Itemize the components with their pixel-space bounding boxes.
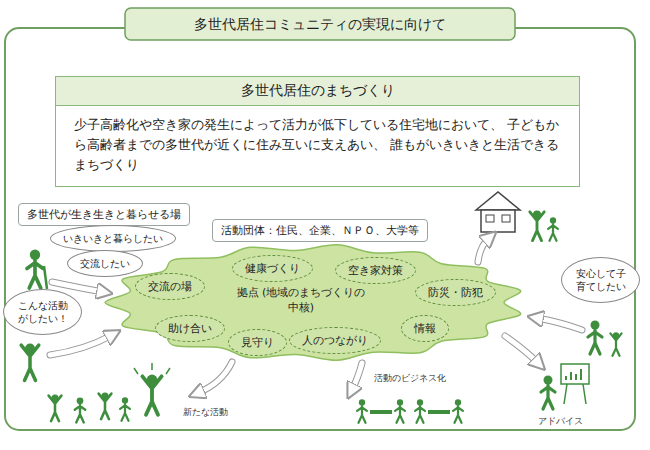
- person-icon: [610, 332, 621, 355]
- ellipse-text: 健康づくり: [245, 261, 300, 276]
- arrow-outline: [352, 363, 362, 390]
- table: [428, 410, 450, 414]
- ellipse-text: 助け合い: [168, 321, 212, 336]
- activity-ellipse: 空き家対策: [335, 257, 416, 284]
- person-icon: [548, 217, 558, 240]
- arrow: [50, 335, 112, 355]
- kids-figures: [49, 392, 130, 422]
- easel-board: [561, 364, 589, 384]
- activity-caption: 新たな活動: [183, 406, 228, 419]
- concept-panel: 多世代居住のまちづくり少子高齢化や空き家の発生によって活力が低下している住宅地に…: [55, 76, 580, 187]
- house-body: [481, 210, 515, 232]
- speech-bubble: こんな活動 がしたい！: [3, 289, 82, 335]
- cloud-outline: [105, 245, 521, 360]
- hub-text: 拠点 (地域のまちづくりの中核): [233, 286, 369, 316]
- elderly-figure: [27, 250, 47, 289]
- group-box: 活動団体：住民、企業、ＮＰＯ、大学等: [212, 219, 428, 242]
- ellipse-text: 見守り: [241, 335, 274, 350]
- hub-cloud: 拠点 (地域のまちづくりの中核) 交流の場 健康づくり 空き家対策防災・防犯助け合い見…: [95, 240, 535, 365]
- flow-arrows: [50, 238, 582, 393]
- box-text: 活動団体：住民、企業、ＮＰＯ、大学等: [221, 223, 419, 238]
- house-roof: [476, 192, 520, 210]
- arrow: [505, 336, 538, 363]
- person-icon: [120, 397, 130, 420]
- person-icon: [27, 250, 43, 289]
- house-window: [502, 215, 510, 222]
- bubble-text: こんな活動 がしたい！: [16, 299, 69, 325]
- person-icon: [49, 394, 62, 421]
- bar-chart: [566, 369, 581, 380]
- parent-child-figure: [588, 321, 622, 356]
- person-icon: [453, 399, 463, 422]
- arrow-outline: [198, 362, 232, 393]
- title-text: 多世代居住コミュニティの実現に向けて: [125, 8, 515, 40]
- motion-marks: [134, 363, 170, 374]
- person-icon: [530, 210, 544, 240]
- arrow-outline: [505, 336, 538, 363]
- activity-ellipse: 助け合い: [155, 315, 225, 342]
- person-icon: [142, 375, 161, 415]
- house-figure: [476, 192, 558, 241]
- house-window: [486, 215, 494, 222]
- ellipse-text: 空き家対策: [348, 263, 403, 278]
- activity-ellipse: 健康づくり: [232, 255, 313, 282]
- ellipse-text: 人のつながり: [302, 333, 368, 348]
- arrow-outline: [537, 318, 582, 330]
- ellipse-text: 情報: [414, 321, 436, 336]
- activity-ellipse: 見守り: [228, 329, 287, 356]
- advisor-figure: [541, 364, 589, 409]
- business-figures: [357, 399, 463, 422]
- place-label-box: 多世代が生き生きと暮らせる場: [18, 203, 190, 226]
- activity-caption: 活動のビジネス化: [374, 372, 446, 385]
- bubble-text: 安心して子 育てしたい: [574, 267, 627, 293]
- arrow: [352, 363, 362, 390]
- panel-heading: 多世代居住のまちづくり: [56, 77, 579, 106]
- arrow: [198, 362, 232, 393]
- ellipse-text: 防災・防犯: [428, 285, 483, 300]
- bubble-text: いきいきと暮らしたい: [63, 232, 163, 245]
- person-icon: [541, 376, 555, 410]
- activity-caption: アドバイス: [538, 415, 583, 428]
- ellipse-text: 交流の場: [148, 279, 192, 294]
- bubble-text: 交流したい: [80, 257, 130, 270]
- person-icon: [415, 399, 425, 422]
- arrow: [478, 238, 489, 262]
- new-activity-figure: [134, 363, 170, 415]
- cane: [44, 266, 47, 289]
- person-icon: [99, 392, 112, 419]
- activity-ellipse: 交流の場: [135, 273, 205, 300]
- person-icon: [395, 399, 405, 422]
- activity-ellipse: 人のつながり: [289, 327, 381, 354]
- arrow: [537, 318, 582, 330]
- easel-legs: [564, 384, 586, 404]
- table: [370, 410, 392, 414]
- person-icon: [357, 399, 367, 422]
- speech-bubble: 交流したい: [67, 250, 143, 277]
- arrow-outline: [478, 238, 489, 262]
- box-text: 多世代が生き生きと暮らせる場: [27, 207, 181, 222]
- outer-frame: [5, 28, 635, 430]
- person-icon: [588, 321, 602, 355]
- title-tab: [125, 8, 515, 40]
- arrow-outline: [50, 335, 112, 355]
- person-icon: [75, 397, 86, 422]
- activity-ellipse: 防災・防犯: [415, 279, 496, 306]
- person-icon: [21, 344, 39, 381]
- panel-body: 少子高齢化や空き家の発生によって活力が低下している住宅地において、 子どもから高…: [56, 106, 579, 186]
- speech-bubble: いきいきと暮らしたい: [50, 225, 176, 252]
- activity-ellipse: 情報: [401, 315, 449, 342]
- speech-bubble: 安心して子 育てしたい: [561, 257, 640, 303]
